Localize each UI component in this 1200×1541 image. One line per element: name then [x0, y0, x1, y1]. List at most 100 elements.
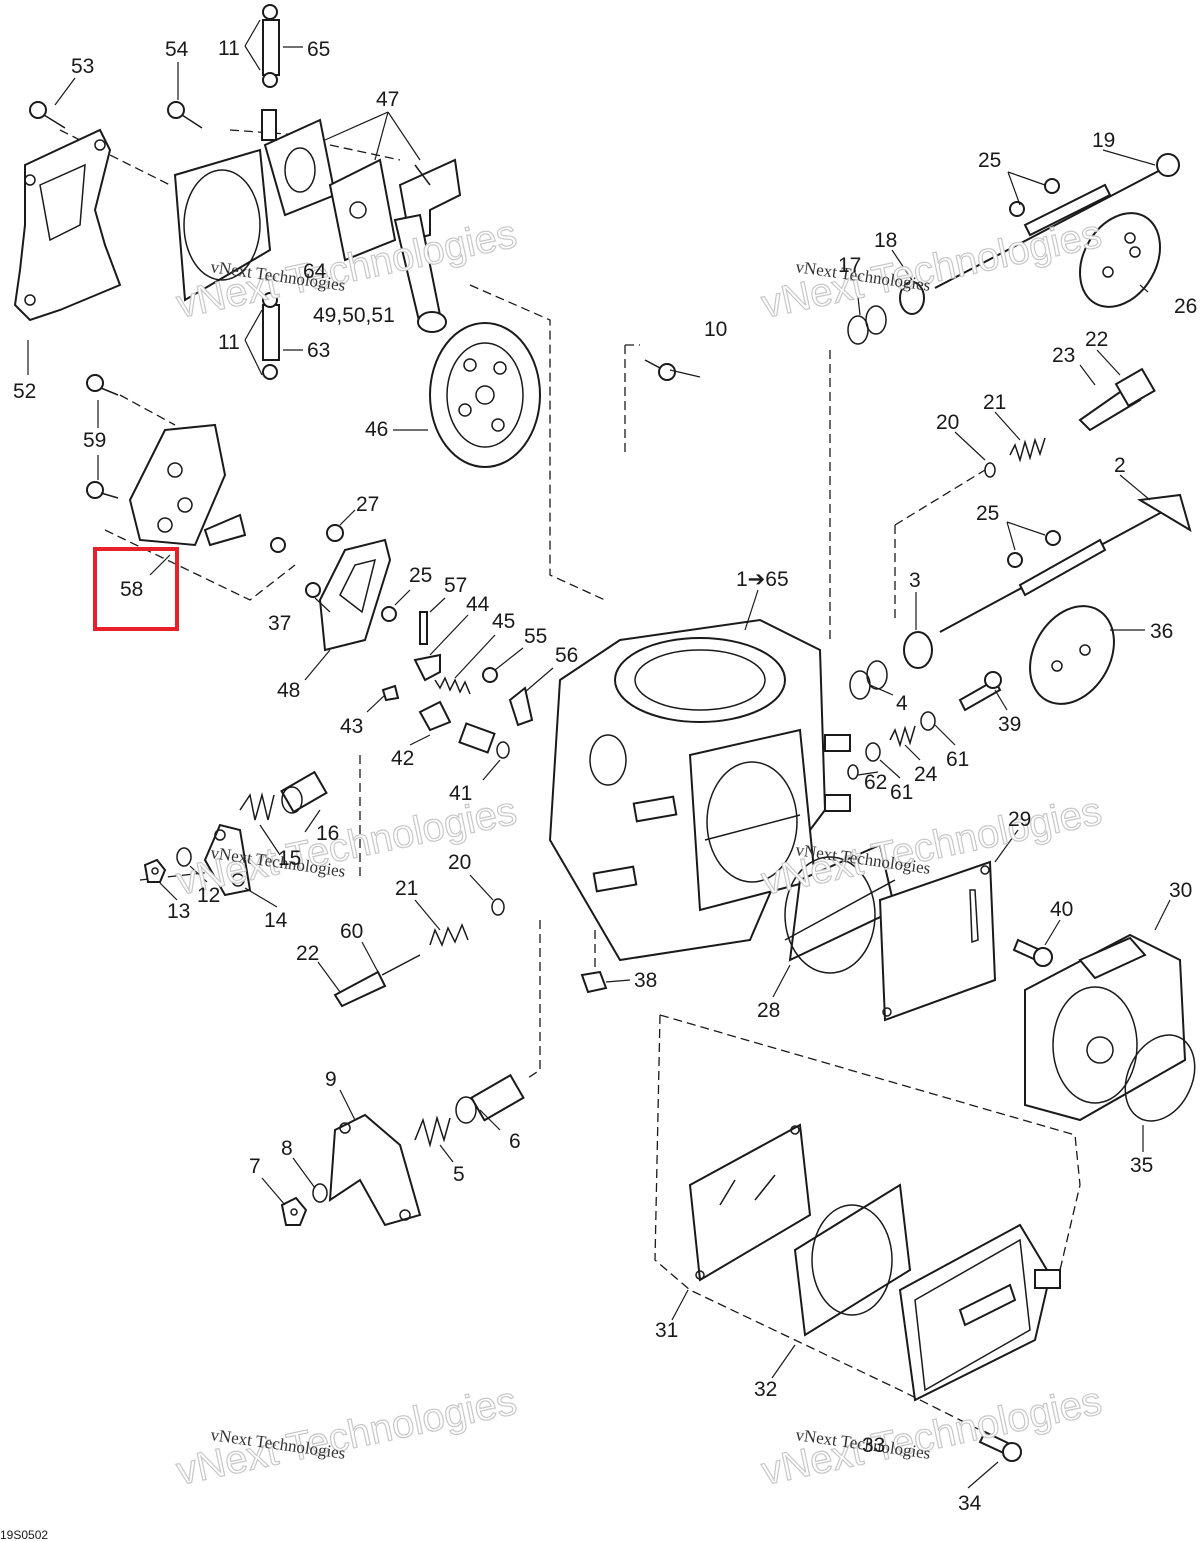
part-44-bracket[interactable] — [413, 653, 441, 682]
callout-48[interactable]: 48 — [277, 679, 300, 702]
callout-33[interactable]: 33 — [862, 1434, 885, 1457]
part-14-lever[interactable] — [203, 823, 252, 897]
callout-44[interactable]: 44 — [466, 593, 490, 616]
part-58-throttle-cam[interactable] — [128, 423, 286, 553]
part-25-screw-mid[interactable] — [381, 606, 397, 622]
part-10-screw[interactable] — [644, 359, 676, 381]
callout-4[interactable]: 4 — [896, 692, 908, 715]
callout-53[interactable]: 53 — [71, 55, 94, 78]
callout-39[interactable]: 39 — [998, 713, 1021, 736]
part-16-bushing[interactable] — [280, 770, 328, 814]
callout-5[interactable]: 5 — [453, 1163, 465, 1186]
part-45-spring[interactable] — [434, 676, 471, 695]
part-13-nut[interactable] — [143, 858, 167, 883]
callout-38[interactable]: 38 — [634, 969, 657, 992]
part-61-washer-a[interactable] — [920, 711, 936, 731]
callout-45[interactable]: 45 — [492, 610, 515, 633]
part-27-screw[interactable] — [326, 524, 344, 542]
part-36-butterfly[interactable] — [1013, 591, 1131, 719]
callout-22-bottom[interactable]: 22 — [296, 942, 319, 965]
part-19-shaft[interactable] — [934, 153, 1180, 289]
callout-34[interactable]: 34 — [958, 1492, 982, 1515]
callout-25-top[interactable]: 25 — [978, 149, 1001, 172]
callout-61-lower[interactable]: 61 — [890, 781, 913, 804]
callout-25-right[interactable]: 25 — [976, 502, 999, 525]
part-3-bushing[interactable] — [903, 631, 933, 669]
callout-40[interactable]: 40 — [1050, 898, 1073, 921]
part-47-lever-assembly[interactable] — [393, 158, 462, 333]
callout-27[interactable]: 27 — [356, 493, 379, 516]
part-21-spring-top[interactable] — [1009, 437, 1046, 463]
part-1-carburetor-body[interactable] — [548, 618, 851, 962]
part-23-idle-screw[interactable] — [1078, 367, 1156, 432]
part-32-gasket[interactable] — [793, 1183, 912, 1337]
callout-52[interactable]: 52 — [13, 380, 36, 403]
callout-3[interactable]: 3 — [909, 569, 921, 592]
callout-57[interactable]: 57 — [444, 574, 467, 597]
part-25-screw-mid-b[interactable] — [1007, 552, 1023, 568]
part-40-screw[interactable] — [1012, 938, 1053, 967]
callout-15[interactable]: 15 — [278, 847, 301, 870]
part-15-spring[interactable] — [239, 792, 275, 821]
callout-58[interactable]: 58 — [120, 578, 143, 601]
part-2-shaft[interactable] — [939, 493, 1192, 633]
part-52-bracket[interactable] — [13, 128, 122, 322]
callout-46[interactable]: 46 — [365, 418, 388, 441]
callout-6[interactable]: 6 — [509, 1130, 521, 1153]
part-29-plate[interactable] — [878, 860, 997, 1022]
part-42-needle-valve[interactable] — [418, 700, 452, 732]
callout-60[interactable]: 60 — [340, 920, 363, 943]
callout-36[interactable]: 36 — [1150, 620, 1173, 643]
callout-11-top[interactable]: 11 — [218, 37, 240, 60]
part-31-diaphragm[interactable] — [688, 1123, 812, 1282]
callout-43[interactable]: 43 — [340, 715, 363, 738]
part-59-screw-top[interactable] — [86, 374, 119, 396]
part-65-tube[interactable] — [262, 4, 280, 88]
callout-64[interactable]: 64 — [303, 260, 327, 283]
callout-14[interactable]: 14 — [264, 909, 288, 932]
callout-55[interactable]: 55 — [524, 625, 547, 648]
part-22-needle-low[interactable] — [333, 954, 421, 1008]
callout-24[interactable]: 24 — [914, 763, 938, 786]
callout-28[interactable]: 28 — [757, 999, 780, 1022]
callout-20-top[interactable]: 20 — [936, 411, 959, 434]
callout-54[interactable]: 54 — [165, 38, 189, 61]
part-17-oring-pair[interactable] — [847, 305, 887, 345]
part-fuel-pump-body[interactable] — [261, 109, 337, 217]
callout-22-top[interactable]: 22 — [1085, 328, 1108, 351]
callout-19[interactable]: 19 — [1092, 129, 1115, 152]
part-33-pump-cover[interactable] — [898, 1223, 1061, 1402]
part-26-butterfly[interactable] — [1064, 199, 1176, 322]
part-4-oring-pair[interactable] — [849, 660, 888, 700]
callout-65[interactable]: 65 — [307, 38, 330, 61]
part-34-screw[interactable] — [978, 1430, 1022, 1462]
part-7-nut[interactable] — [280, 1196, 308, 1226]
callout-63[interactable]: 63 — [307, 339, 330, 362]
callout-31[interactable]: 31 — [655, 1319, 678, 1342]
part-8-washer[interactable] — [312, 1183, 328, 1203]
part-38-clip[interactable] — [580, 970, 608, 994]
part-49-50-51-diaphragm[interactable] — [328, 158, 397, 262]
callout-21-top[interactable]: 21 — [983, 391, 1006, 414]
callout-29[interactable]: 29 — [1008, 808, 1031, 831]
part-20-ring-mid[interactable] — [491, 898, 505, 916]
callout-37[interactable]: 37 — [268, 612, 291, 635]
part-30-pump-cover[interactable] — [1024, 933, 1187, 1122]
callout-61-right[interactable]: 61 — [946, 748, 969, 771]
part-39-screw[interactable] — [958, 671, 1002, 712]
part-5-spring[interactable] — [414, 1115, 451, 1148]
part-21-spring-mid[interactable] — [429, 923, 469, 947]
callout-7[interactable]: 7 — [249, 1155, 261, 1178]
callout-59[interactable]: 59 — [83, 429, 106, 452]
part-43-clip[interactable] — [381, 684, 400, 702]
callout-42[interactable]: 42 — [391, 747, 414, 770]
part-53-screw[interactable] — [29, 101, 66, 129]
part-6-bushing[interactable] — [455, 1073, 525, 1124]
callout-20-bottom[interactable]: 20 — [448, 851, 471, 874]
callout-62[interactable]: 62 — [864, 771, 887, 794]
callout-11-bottom[interactable]: 11 — [218, 331, 240, 354]
part-35-oring[interactable] — [1112, 1024, 1200, 1133]
callout-49-50-51[interactable]: 49,50,51 — [313, 304, 395, 327]
callout-10[interactable]: 10 — [704, 318, 727, 341]
callout-56[interactable]: 56 — [555, 644, 578, 667]
